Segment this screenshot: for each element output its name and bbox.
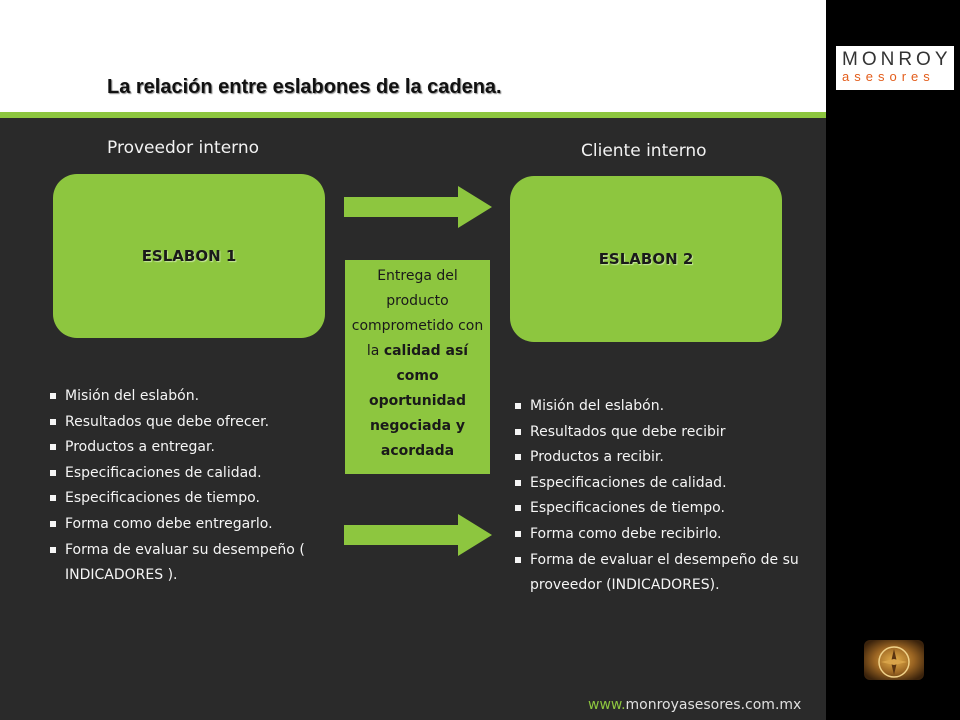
provider-bullet-list: Misión del eslabón. Resultados que debe … — [48, 384, 348, 589]
list-item: Resultados que debe ofrecer. — [48, 410, 348, 436]
eslabon-1-box: ESLABON 1 — [53, 174, 325, 338]
eslabon-2-box: ESLABON 2 — [510, 176, 782, 342]
list-item: Forma de evaluar su desempeño ( INDICADO… — [48, 538, 348, 589]
list-item: Productos a entregar. — [48, 435, 348, 461]
side-strip — [826, 0, 960, 720]
delivery-commitment-box: Entrega del producto comprometido con la… — [345, 260, 490, 474]
list-item: Productos a recibir. — [513, 445, 823, 471]
list-item: Forma como debe entregarlo. — [48, 512, 348, 538]
right-arrow-icon — [344, 514, 492, 556]
delivery-text: Entrega del producto comprometido con la — [351, 268, 484, 359]
list-item: Misión del eslabón. — [513, 394, 823, 420]
list-item: Especificaciones de tiempo. — [48, 486, 348, 512]
list-item: Especificaciones de calidad. — [48, 461, 348, 487]
footer-website[interactable]: www.monroyasesores.com.mx — [588, 697, 801, 713]
footer-url-domain: monroyasesores.com.mx — [625, 697, 802, 713]
compass-icon — [864, 640, 924, 680]
header-band — [0, 0, 826, 112]
footer-url-prefix: www. — [588, 697, 626, 713]
header-divider — [0, 112, 826, 118]
logo-line-1: MONROY — [842, 49, 952, 70]
delivery-text-emphasis: calidad así como oportunidad negociada y… — [368, 343, 469, 459]
right-arrow-icon — [344, 186, 492, 228]
list-item: Forma de evaluar el desempeño de su prov… — [513, 548, 823, 599]
list-item: Especificaciones de calidad. — [513, 471, 823, 497]
list-item: Forma como debe recibirlo. — [513, 522, 823, 548]
slide-title: La relación entre eslabones de la cadena… — [107, 76, 502, 98]
list-item: Especificaciones de tiempo. — [513, 496, 823, 522]
company-logo: MONROY asesores — [836, 46, 954, 90]
eslabon-2-label: ESLABON 2 — [598, 250, 694, 268]
provider-role-label: Proveedor interno — [107, 138, 260, 158]
eslabon-1-label: ESLABON 1 — [141, 247, 237, 265]
client-role-label: Cliente interno — [581, 141, 707, 161]
logo-line-2: asesores — [842, 69, 935, 84]
list-item: Misión del eslabón. — [48, 384, 348, 410]
client-bullet-list: Misión del eslabón. Resultados que debe … — [513, 394, 823, 599]
list-item: Resultados que debe recibir — [513, 420, 823, 446]
